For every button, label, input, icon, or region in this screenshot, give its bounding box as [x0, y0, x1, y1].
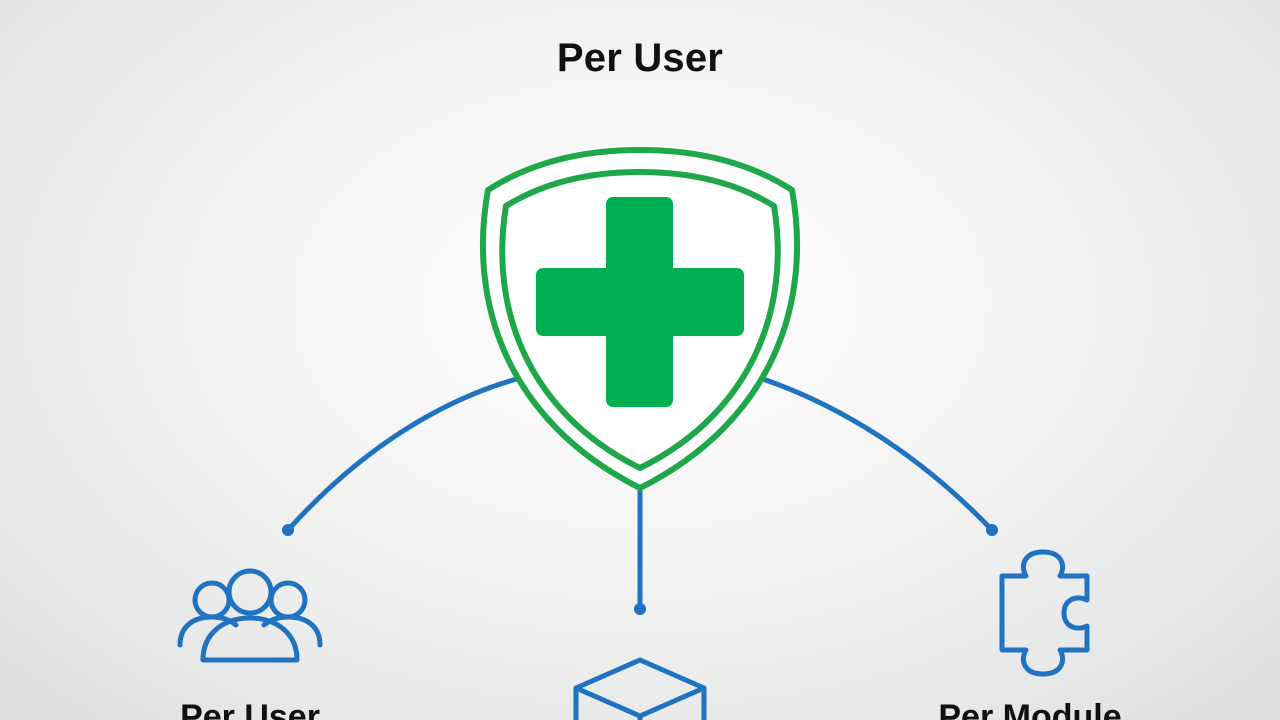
connector-left-dot [282, 524, 294, 536]
connector-center-dot [634, 603, 646, 615]
connector-right-dot [986, 524, 998, 536]
cube-icon [573, 657, 707, 720]
puzzle-piece-icon [999, 549, 1090, 677]
node-label-per-module: Per Module [938, 698, 1122, 720]
connector-left [285, 375, 523, 533]
node-label-per-user: Per User [180, 698, 320, 720]
shield-plus-icon [479, 147, 801, 491]
page-title: Per User [556, 36, 724, 80]
users-group-icon [177, 568, 323, 663]
connector-right [757, 375, 995, 533]
